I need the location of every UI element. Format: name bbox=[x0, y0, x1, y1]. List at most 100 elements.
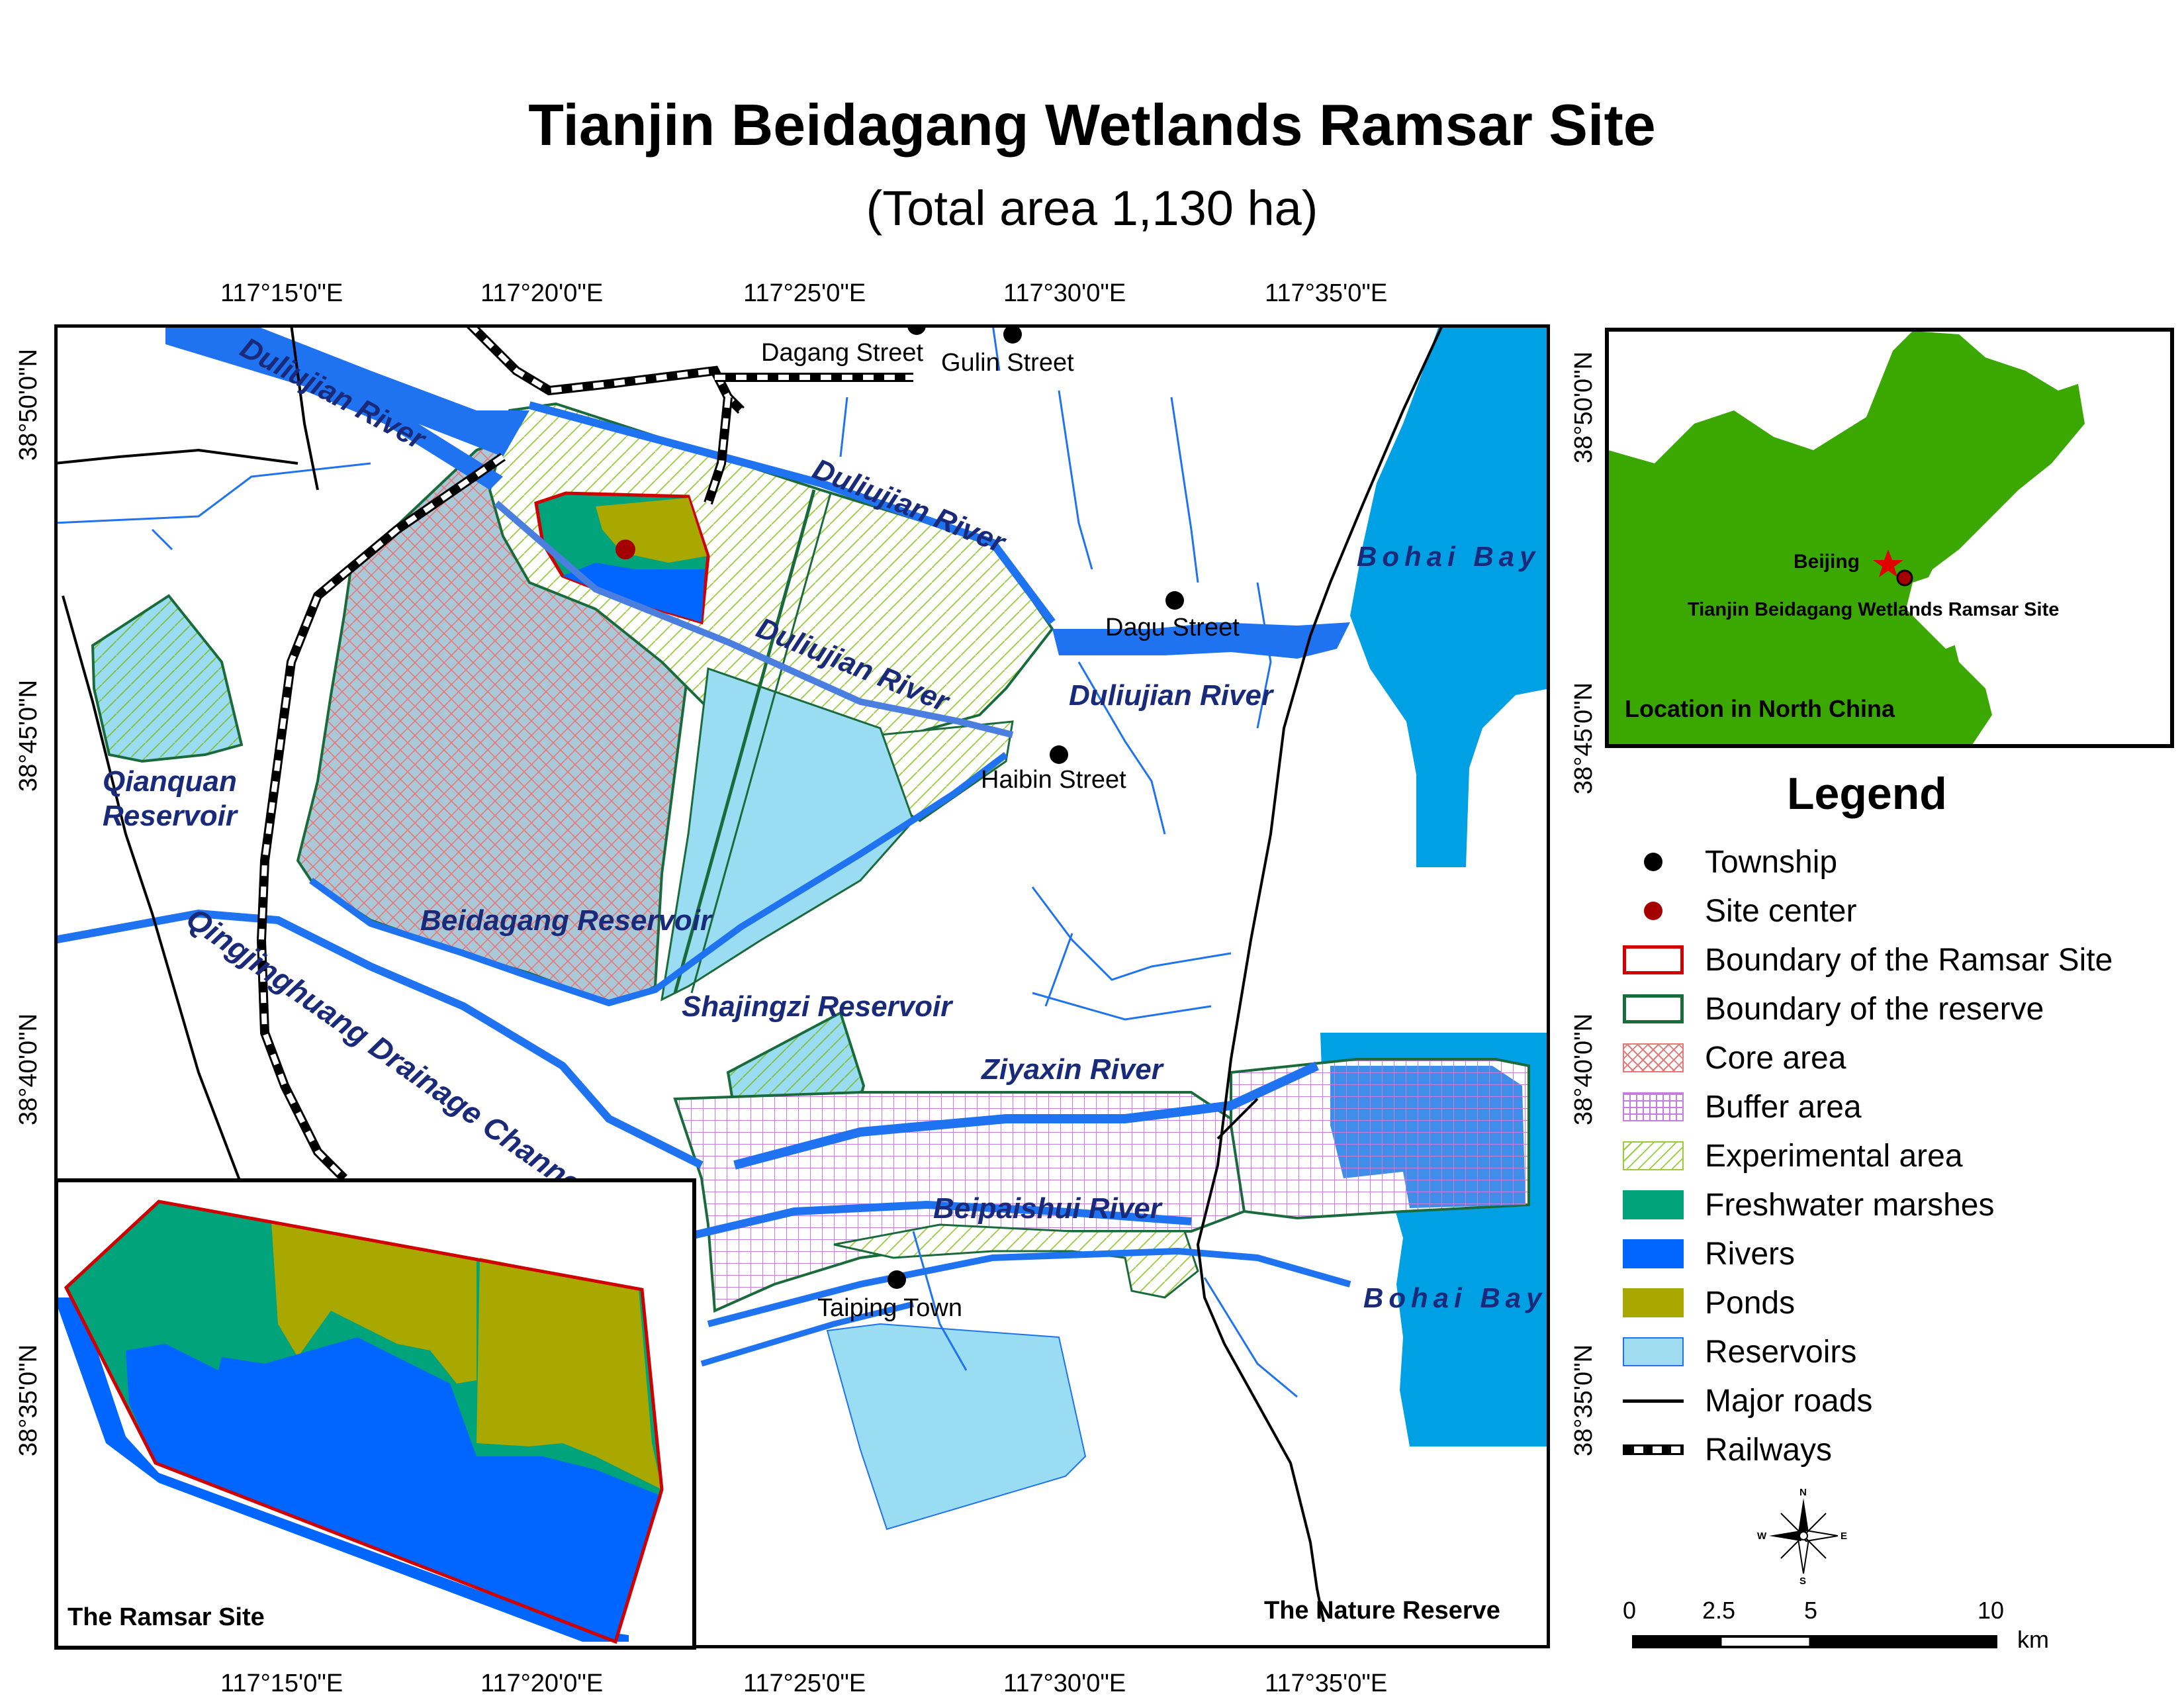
haibin-street-marker bbox=[1050, 745, 1068, 764]
reservoir-symbol bbox=[1623, 1337, 1684, 1366]
duliujian-river-east bbox=[1052, 622, 1350, 659]
location-site-label: Tianjin Beidagang Wetlands Ramsar Site bbox=[1688, 599, 2059, 620]
beidagang-reservoir-label: Beidagang Reservoir bbox=[420, 904, 713, 937]
top-lon-label: 117°20'0"E bbox=[480, 279, 604, 307]
qianquan-reservoir-label-1: Qianquan bbox=[103, 765, 237, 798]
bohai-bay-label-2: Bohai Bay bbox=[1363, 1282, 1547, 1313]
township-symbol bbox=[1623, 847, 1684, 876]
qianquan-reservoir-label-2: Reservoir bbox=[103, 800, 239, 832]
major-roads bbox=[54, 324, 1444, 1623]
dagu-street-marker bbox=[1165, 591, 1184, 610]
location-inset-frame bbox=[1605, 328, 2174, 748]
location-land bbox=[1608, 331, 2085, 745]
diagonal-channel bbox=[673, 489, 816, 994]
ziyaxin-river bbox=[733, 1061, 1319, 1170]
legend-item-site-center: Site center bbox=[1623, 891, 1856, 931]
right-lat-label: 38°40'0"N bbox=[1570, 1013, 1598, 1125]
south-river-1 bbox=[707, 1247, 1351, 1327]
taiping-reservoir bbox=[826, 1323, 1087, 1531]
legend-label: Ponds bbox=[1705, 1285, 1796, 1321]
bottom-lon-label: 117°30'0"E bbox=[1003, 1670, 1126, 1697]
compass-e: E bbox=[1841, 1531, 1847, 1542]
pond-symbol bbox=[1623, 1288, 1684, 1317]
main-map-frame bbox=[54, 324, 1550, 1648]
gulin-street-label: Gulin Street bbox=[941, 349, 1074, 377]
legend-label: Freshwater marshes bbox=[1705, 1187, 1995, 1223]
inset-ramsar-boundary bbox=[64, 1200, 664, 1644]
scale-label-5: 5 bbox=[1804, 1597, 1818, 1624]
inset-frame bbox=[54, 1178, 696, 1650]
duliujian-river-label-4: Duliujian River bbox=[1069, 679, 1275, 712]
duliujian-river-inner bbox=[494, 500, 1014, 738]
ramsar-river-area bbox=[563, 563, 705, 622]
scale-label-2-5: 2.5 bbox=[1702, 1597, 1736, 1624]
diagonal-channel bbox=[690, 493, 832, 994]
legend-item-ramsar-boundary: Boundary of the Ramsar Site bbox=[1623, 940, 2113, 980]
legend-label: Buffer area bbox=[1705, 1089, 1862, 1125]
top-lon-label: 117°35'0"E bbox=[1265, 279, 1388, 307]
haibin-street-label: Haibin Street bbox=[981, 766, 1126, 794]
top-lon-label: 117°30'0"E bbox=[1003, 279, 1126, 307]
legend-item-core-area: Core area bbox=[1623, 1038, 1846, 1078]
legend-label: Boundary of the reserve bbox=[1705, 991, 2044, 1027]
legend-label: Experimental area bbox=[1705, 1138, 1963, 1174]
bottom-lon-label: 117°25'0"E bbox=[743, 1670, 866, 1697]
legend-label: Township bbox=[1705, 844, 1838, 880]
ramsar-inset-label: The Ramsar Site bbox=[68, 1603, 265, 1631]
legend-item-reservoirs: Reservoirs bbox=[1623, 1332, 1856, 1372]
legend-item-experimental-area: Experimental area bbox=[1623, 1136, 1963, 1176]
site-center-symbol bbox=[1623, 896, 1684, 925]
reservoir-south-bank bbox=[309, 752, 1008, 1007]
road-symbol bbox=[1623, 1386, 1684, 1415]
map-title: Tianjin Beidagang Wetlands Ramsar Site bbox=[528, 92, 1656, 158]
ziyaxin-river-label: Ziyaxin River bbox=[980, 1053, 1165, 1086]
buffer-area-bay bbox=[1330, 1066, 1525, 1208]
dagu-street-label: Dagu Street bbox=[1105, 614, 1240, 641]
qingjinghuang-channel bbox=[54, 909, 704, 1169]
legend-label: Core area bbox=[1705, 1040, 1846, 1076]
inset-pond-2 bbox=[477, 1258, 662, 1489]
scale-label-0: 0 bbox=[1623, 1597, 1637, 1624]
left-lat-label: 38°40'0"N bbox=[15, 1013, 42, 1125]
ramsar-boundary-symbol bbox=[1623, 945, 1684, 974]
site-center-marker bbox=[615, 540, 635, 559]
location-inset: Beijing Tianjin Beidagang Wetlands Ramsa… bbox=[1605, 328, 2174, 748]
duliujian-river-west-branch bbox=[304, 371, 503, 490]
compass-s: S bbox=[1799, 1576, 1806, 1585]
taiping-town-marker bbox=[887, 1270, 906, 1289]
legend-item-reserve-boundary: Boundary of the reserve bbox=[1623, 989, 2044, 1029]
taiping-town-label: Taiping Town bbox=[817, 1294, 962, 1322]
left-lat-label: 38°35'0"N bbox=[15, 1344, 42, 1456]
location-site-marker bbox=[1896, 569, 1913, 587]
compass-w: W bbox=[1757, 1531, 1767, 1542]
bottom-lon-label: 117°15'0"E bbox=[220, 1670, 343, 1697]
north-arrow-icon: N S E W bbox=[1757, 1487, 1847, 1585]
bohai-bay-north bbox=[1350, 324, 1550, 867]
marsh-symbol bbox=[1623, 1190, 1684, 1219]
experimental-area-symbol bbox=[1623, 1141, 1684, 1170]
beipaishui-river bbox=[680, 1200, 1192, 1242]
reserve-boundary-symbol bbox=[1623, 994, 1684, 1023]
map-subtitle: (Total area 1,130 ha) bbox=[866, 181, 1318, 236]
experimental-area-south bbox=[833, 1223, 1199, 1299]
qianquan-reservoir bbox=[91, 594, 244, 763]
inset-river-water bbox=[126, 1337, 662, 1642]
bottom-lon-label: 117°20'0"E bbox=[480, 1670, 604, 1697]
legend-label: Railways bbox=[1705, 1432, 1833, 1468]
beidagang-reservoir-east bbox=[660, 667, 915, 1002]
legend-label: Reservoirs bbox=[1705, 1334, 1857, 1370]
legend-label: Boundary of the Ramsar Site bbox=[1705, 942, 2113, 978]
inset-pond-1 bbox=[271, 1221, 477, 1384]
beijing-star-icon bbox=[1873, 549, 1903, 577]
legend-item-freshwater-marshes: Freshwater marshes bbox=[1623, 1185, 1994, 1225]
location-caption: Location in North China bbox=[1625, 695, 1895, 722]
legend-item-rivers: Rivers bbox=[1623, 1234, 1795, 1274]
scale-bar bbox=[1632, 1635, 1997, 1648]
legend-item-major-roads: Major roads bbox=[1623, 1381, 1872, 1421]
legend-label: Major roads bbox=[1705, 1383, 1873, 1419]
buffer-area-symbol bbox=[1623, 1092, 1684, 1121]
beijing-label: Beijing bbox=[1794, 551, 1860, 573]
duliujian-river-north-edge bbox=[528, 401, 1056, 625]
legend-label: Site center bbox=[1705, 893, 1857, 929]
dagang-street-label: Dagang Street bbox=[761, 339, 923, 367]
